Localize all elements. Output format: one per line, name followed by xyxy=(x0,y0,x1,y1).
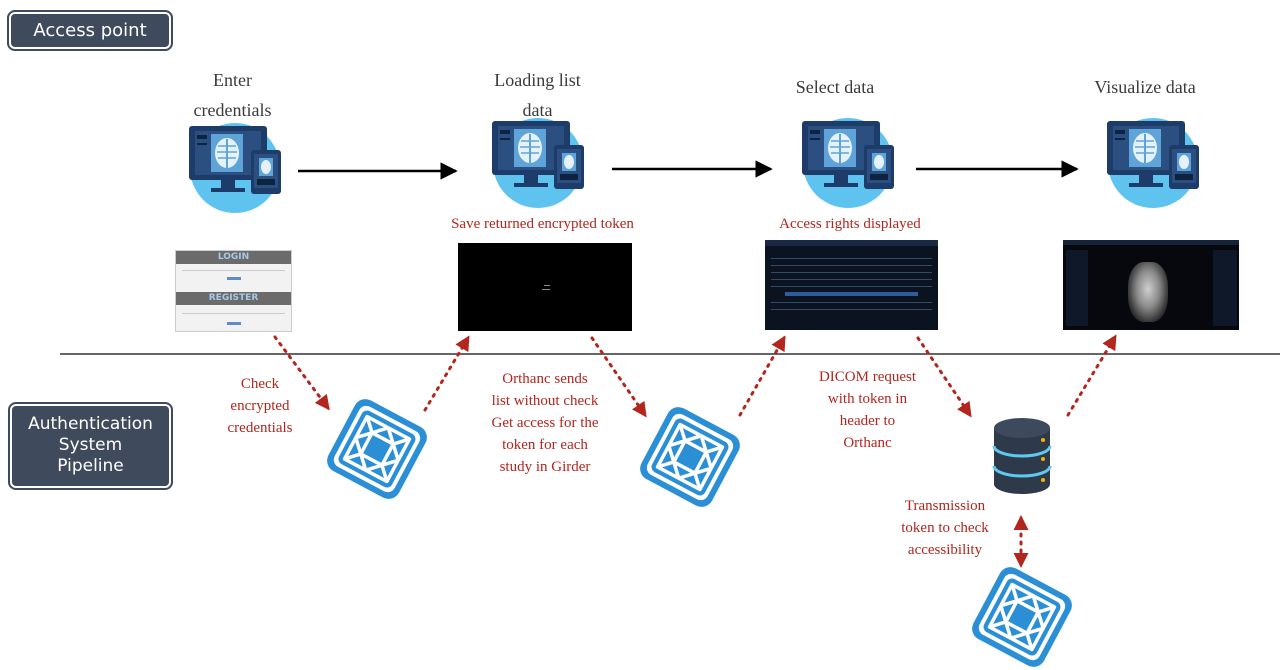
note-orthanc-sends: Orthanc sends list without check Get acc… xyxy=(470,368,620,478)
red-dotted-arrow xyxy=(1066,334,1117,417)
auth-pipeline-line-1: Authentication xyxy=(28,414,153,434)
monitor-xray-icon xyxy=(491,117,585,209)
auth-pipeline-line-3: Pipeline xyxy=(57,456,124,476)
note-transmission-line-2: token to check xyxy=(901,520,989,536)
step-4-title-line-1: Visualize data xyxy=(1094,77,1196,97)
auth-pipeline-line-2: System xyxy=(58,435,123,455)
viewer-screenshot xyxy=(1063,240,1239,330)
note-dicom-line-1: DICOM request xyxy=(818,369,917,385)
access-point-label: Access point xyxy=(7,10,173,51)
note-orthanc-line-5: study in Girder xyxy=(499,459,591,475)
note-transmission-line-3: accessibility xyxy=(907,542,983,558)
red-dotted-arrow xyxy=(738,335,786,417)
access-point-text: Access point xyxy=(33,20,147,41)
girder-logo-icon xyxy=(634,401,746,513)
girder-logo-icon xyxy=(966,561,1078,670)
step-1-title: Enter credentials xyxy=(160,65,305,125)
step-2-title: Loading list data xyxy=(460,65,615,125)
study-list-screenshot xyxy=(765,240,938,330)
monitor-xray-icon xyxy=(801,117,895,209)
note-transmission-line-1: Transmission xyxy=(904,498,986,514)
step-3-title-line-1: Select data xyxy=(795,77,875,97)
loading-screenshot xyxy=(458,243,632,331)
red-dotted-arrow xyxy=(273,335,330,411)
note-check-line-3: credentials xyxy=(227,420,293,436)
step-3-title: Select data xyxy=(765,72,905,102)
auth-pipeline-label: Authentication System Pipeline xyxy=(8,402,173,490)
note-access-rights: Access rights displayed xyxy=(779,216,921,232)
red-dotted-arrow xyxy=(590,336,647,418)
red-dotted-arrow xyxy=(916,336,972,418)
note-check-line-2: encrypted xyxy=(230,398,290,414)
note-orthanc-line-1: Orthanc sends xyxy=(502,371,588,387)
login-header: LOGIN xyxy=(176,251,291,264)
note-dicom-request: DICOM request with token in header to Or… xyxy=(800,366,935,454)
red-dotted-arrow xyxy=(423,335,470,412)
step-4-title: Visualize data xyxy=(1070,72,1220,102)
step-2-title-line-2: data xyxy=(522,100,553,120)
step-1-title-line-1: Enter xyxy=(213,70,252,90)
note-dicom-line-2: with token in xyxy=(827,391,908,407)
step-2-title-line-1: Loading list xyxy=(494,70,581,90)
register-header: REGISTER xyxy=(176,292,291,305)
note-orthanc-line-3: Get access for the xyxy=(491,415,599,431)
monitor-xray-icon xyxy=(1106,117,1200,209)
database-icon xyxy=(992,418,1052,494)
note-transmission: Transmission token to check accessibilit… xyxy=(880,495,1010,561)
note-dicom-line-3: header to xyxy=(839,413,896,429)
note-save-token: Save returned encrypted token xyxy=(451,216,634,232)
monitor-xray-icon xyxy=(188,122,282,214)
note-check-credentials: Check encrypted credentials xyxy=(210,373,310,439)
note-orthanc-line-2: list without check xyxy=(491,393,599,409)
girder-logo-icon xyxy=(321,393,433,505)
note-check-line-1: Check xyxy=(240,376,280,392)
login-register-screenshot: LOGIN REGISTER xyxy=(175,250,292,332)
note-dicom-line-4: Orthanc xyxy=(843,435,892,451)
note-orthanc-line-4: token for each xyxy=(502,437,588,453)
step-1-title-line-2: credentials xyxy=(193,100,272,120)
